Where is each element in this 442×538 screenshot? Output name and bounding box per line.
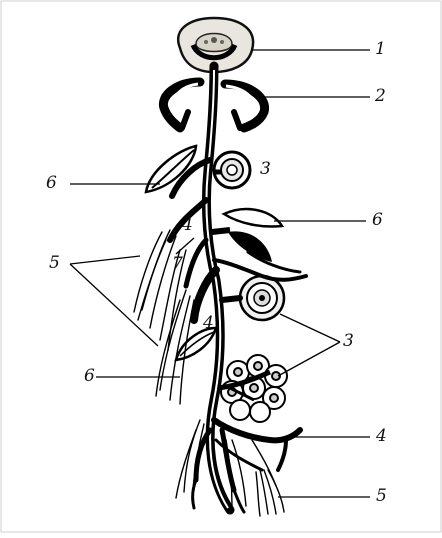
grape-cluster xyxy=(218,355,287,422)
label-2: 2 xyxy=(375,88,386,105)
label-1: 1 xyxy=(375,41,386,58)
label-3-right: 3 xyxy=(343,333,354,350)
label-5-left: 5 xyxy=(49,255,60,272)
label-4-lower: 4 xyxy=(376,428,387,445)
label-4-upper: 4 xyxy=(182,217,193,234)
label-3-upper: 3 xyxy=(260,161,271,178)
label-5-lower: 5 xyxy=(376,488,387,505)
coil-upper xyxy=(214,152,250,188)
concentric-body xyxy=(222,276,284,320)
label-6-right: 6 xyxy=(372,212,383,229)
label-4-middle: 4 xyxy=(203,315,214,332)
label-6-left-upper: 6 xyxy=(46,175,57,192)
label-7: 7 xyxy=(172,256,183,273)
label-6-left-lower: 6 xyxy=(84,368,95,385)
